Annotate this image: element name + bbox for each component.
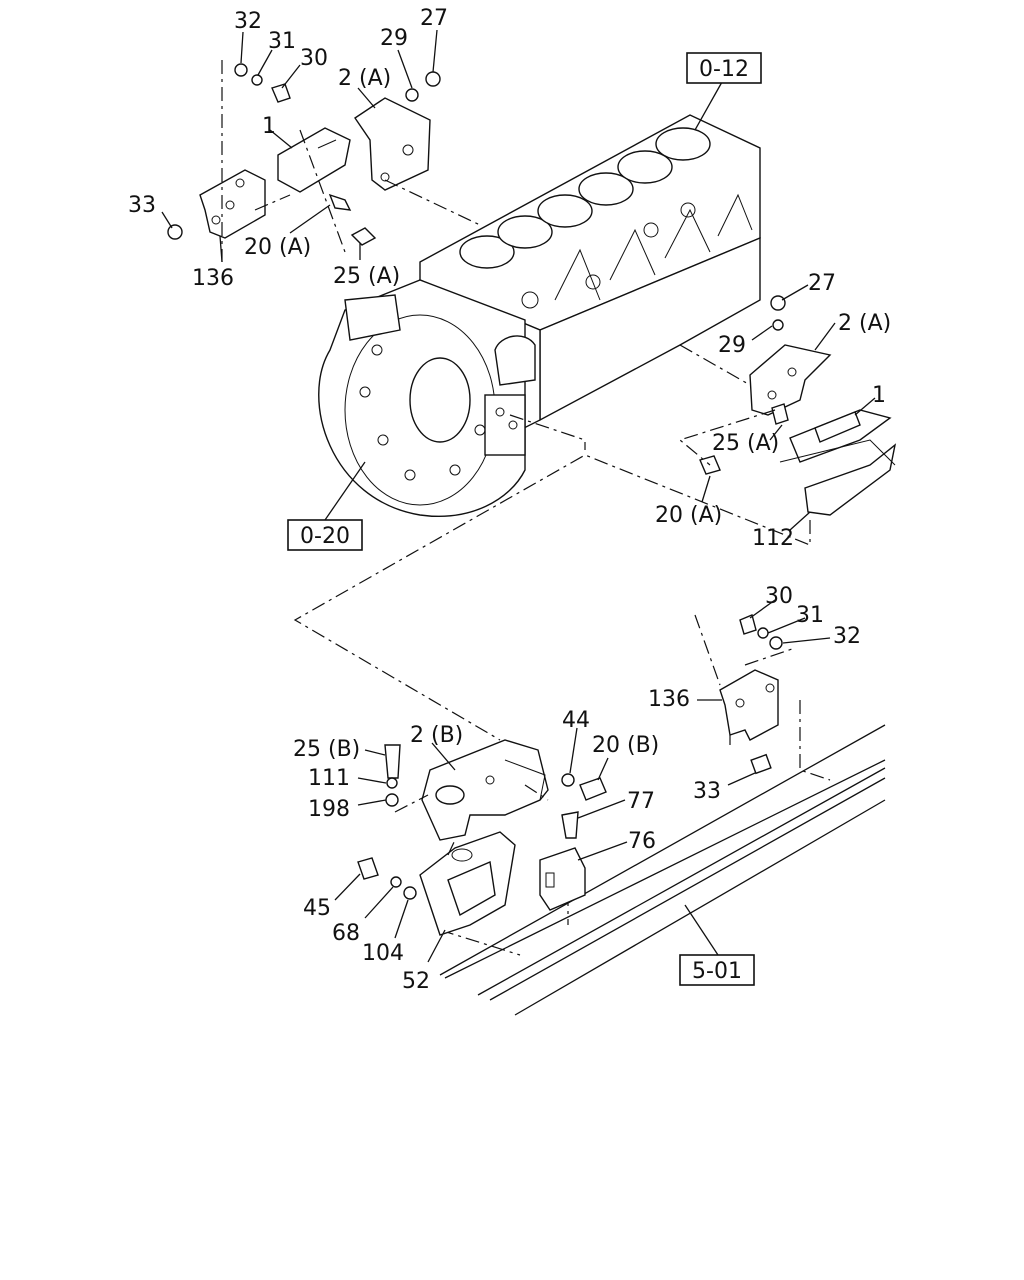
washer-31 — [757, 627, 769, 639]
callout-136: 136 — [192, 266, 234, 291]
svg-text:0-12: 0-12 — [699, 57, 749, 82]
rear-mount-assembly — [357, 739, 607, 936]
washer-198 — [385, 793, 399, 807]
callout-77: 77 — [627, 789, 655, 814]
frame-rail — [439, 724, 886, 1016]
bolt-45 — [357, 857, 379, 880]
washer-29 — [772, 319, 784, 331]
bolt-20b — [579, 777, 607, 801]
callout-29: 29 — [718, 333, 746, 358]
callout-136: 136 — [648, 687, 690, 712]
ref-box-0-12: 0-12 — [686, 52, 762, 84]
frame-bracket-assembly — [719, 614, 783, 775]
callout-30: 30 — [300, 46, 328, 71]
callouts-frame-bracket: 30 31 32 136 33 — [648, 584, 861, 804]
bolt-25b — [384, 744, 401, 779]
callout-20b: 20 (B) — [592, 733, 659, 758]
bolt-20a — [328, 193, 352, 211]
nut-33 — [750, 753, 772, 775]
callout-2a: 2 (A) — [338, 66, 391, 91]
washer-68 — [390, 876, 402, 888]
washer-31 — [251, 74, 263, 86]
callout-76: 76 — [628, 829, 656, 854]
front-left-mount-assembly — [167, 63, 441, 246]
callout-198: 198 — [308, 797, 350, 822]
callout-32: 32 — [833, 624, 861, 649]
bolt-30 — [271, 83, 291, 103]
callout-29: 29 — [380, 26, 408, 51]
callout-30: 30 — [765, 584, 793, 609]
callout-32: 32 — [234, 9, 262, 34]
callout-27: 27 — [808, 271, 836, 296]
washer-111 — [386, 777, 398, 789]
callout-44: 44 — [562, 708, 590, 733]
callout-2a: 2 (A) — [838, 311, 891, 336]
cylinder-bores — [459, 127, 711, 269]
washer-32 — [234, 63, 248, 77]
svg-text:0-20: 0-20 — [300, 524, 350, 549]
callout-111: 111 — [308, 766, 350, 791]
nut-27 — [770, 295, 786, 311]
callout-31: 31 — [796, 603, 824, 628]
front-right-mount-assembly — [699, 295, 897, 516]
callouts-right: 27 2 (A) 29 1 25 (A) 20 (A) 112 — [655, 271, 891, 551]
nut-33 — [167, 224, 183, 240]
callout-31: 31 — [268, 29, 296, 54]
nut-27 — [425, 71, 441, 87]
washer-104 — [403, 886, 417, 900]
callout-1: 1 — [872, 383, 886, 408]
callout-1: 1 — [262, 114, 276, 139]
callout-45: 45 — [303, 896, 331, 921]
callout-68: 68 — [332, 921, 360, 946]
ref-box-5-01: 5-01 — [679, 954, 755, 986]
callout-112: 112 — [752, 526, 794, 551]
callout-104: 104 — [362, 941, 404, 966]
bolt-30 — [739, 614, 757, 635]
callout-25a: 25 (A) — [712, 431, 779, 456]
callout-33: 33 — [128, 193, 156, 218]
engine-block — [318, 114, 761, 517]
washer-32 — [769, 636, 783, 650]
washer-44 — [561, 773, 575, 787]
callout-2b: 2 (B) — [410, 723, 463, 748]
callout-25b: 25 (B) — [293, 737, 360, 762]
callout-52: 52 — [402, 969, 430, 994]
callouts-rear-mount: 25 (B) 2 (B) 44 20 (B) 111 198 77 76 45 … — [293, 708, 659, 994]
callout-33: 33 — [693, 779, 721, 804]
callout-25a: 25 (A) — [333, 264, 400, 289]
bolt-25a — [771, 403, 789, 425]
bolt-77 — [561, 811, 579, 839]
callout-27: 27 — [420, 6, 448, 31]
callouts-top-left: 32 31 30 29 27 2 (A) 1 33 20 (A) 136 25 … — [128, 6, 448, 291]
svg-text:5-01: 5-01 — [692, 959, 742, 984]
ref-box-0-20: 0-20 — [287, 519, 363, 551]
callout-20a: 20 (A) — [244, 235, 311, 260]
callout-20a: 20 (A) — [655, 503, 722, 528]
bolt-25a — [350, 227, 377, 246]
washer-29 — [405, 88, 419, 102]
